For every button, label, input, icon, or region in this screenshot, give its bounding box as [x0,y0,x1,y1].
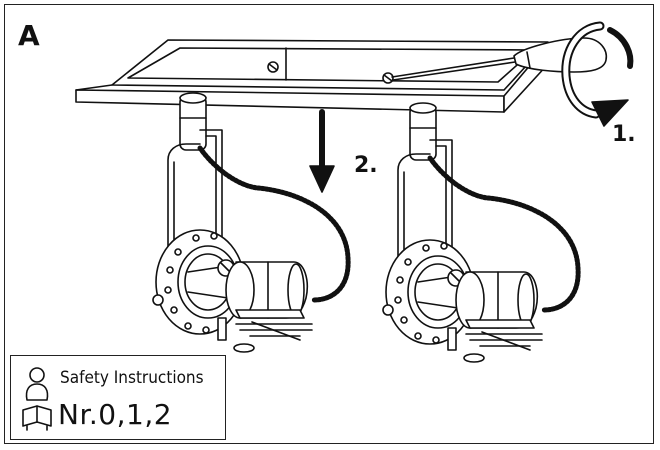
safety-instructions-title: Safety Instructions [60,368,204,388]
step-2-label: 2. [354,153,378,178]
panel-label: A [18,19,40,52]
spotlight-right [382,102,581,363]
rotation-arrow-icon [561,21,634,127]
person-reading-icon [22,367,52,431]
screwdriver-icon [391,37,608,81]
down-arrow-icon [309,109,335,193]
safety-instructions-box: Safety Instructions Nr.0,1,2 [10,355,226,440]
safety-instructions-number: Nr.0,1,2 [58,398,173,431]
mounting-plate [75,39,549,113]
step-1-label: 1. [612,122,636,147]
spotlight-left [152,92,351,353]
